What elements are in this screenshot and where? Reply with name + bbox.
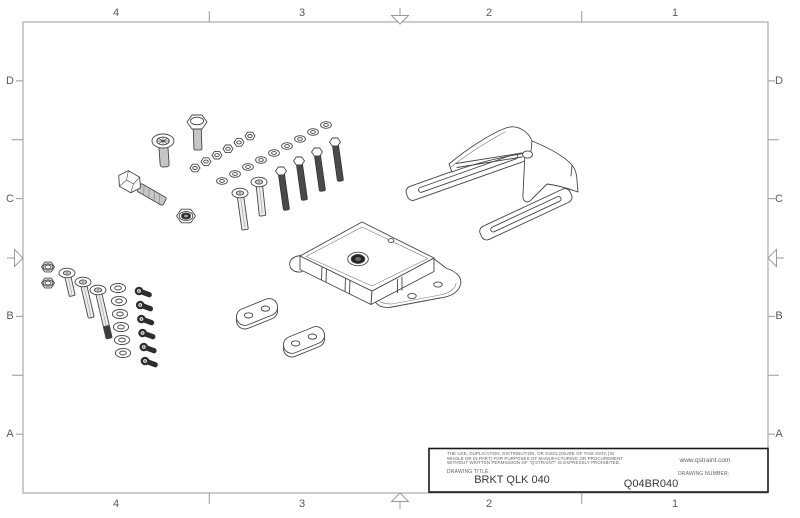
flat-head-screw — [231, 187, 249, 231]
grid-col-label-bottom: 3 — [298, 498, 306, 510]
part-mounting-bracket — [405, 126, 579, 241]
grid-row-label-left: C — [6, 193, 14, 205]
hex-bolt-large — [118, 170, 167, 206]
torx-screw — [151, 133, 175, 168]
part-group-hardware-bottom-left — [41, 261, 160, 369]
grid-row-label-left: B — [6, 310, 14, 322]
center-arrow-right — [767, 248, 784, 268]
legal-notice-line: WITHOUT WRITTEN PERMISSION OF "Q'STRAINT… — [447, 460, 621, 466]
drawing-number-label: DRAWING NUMBER: — [678, 470, 730, 477]
grid-col-label-bottom: 4 — [112, 498, 120, 510]
flat-head-bolt — [74, 276, 95, 319]
legal-notice: THE USE, DUPLICATION, DISTRIBUTION, OR D… — [447, 451, 637, 466]
drawing-title: BRKT QLK 040 — [474, 474, 550, 486]
drawing-title-label: DRAWING TITLE: — [447, 468, 491, 475]
center-arrow-top — [390, 8, 410, 25]
grid-col-label-top: 4 — [112, 7, 120, 19]
center-arrow-left — [7, 248, 24, 268]
center-arrow-bottom — [390, 492, 410, 509]
hex-nut — [41, 277, 55, 289]
flat-head-bolt — [89, 284, 113, 340]
grid-row-label-left: D — [6, 75, 14, 87]
oval-spacer-plate — [233, 295, 281, 333]
grid-row-label-right: C — [775, 193, 783, 205]
flat-head-screw — [250, 176, 268, 217]
grid-col-label-bottom: 2 — [485, 498, 493, 510]
legal-notice-line: WHOLE OR IN PART) FOR PURPOSES OF MANUFA… — [447, 455, 624, 461]
grid-row-label-right: D — [775, 75, 783, 87]
oval-spacer-plate — [280, 323, 328, 361]
part-group-hardware-top-left — [118, 114, 345, 231]
drawing-number: Q04BR040 — [623, 478, 679, 490]
grid-col-label-top: 1 — [671, 7, 679, 19]
washers-column — [109, 282, 132, 359]
grid-col-label-bottom: 1 — [671, 498, 679, 510]
sheet-border — [7, 8, 784, 509]
part-qlk-base-plate — [289, 221, 462, 308]
title-block — [428, 447, 769, 493]
nylock-nut — [176, 208, 196, 224]
hex-nut — [41, 261, 55, 273]
hex-bolt-vertical — [186, 114, 208, 151]
legal-notice-line: THE USE, DUPLICATION, DISTRIBUTION, OR D… — [447, 451, 615, 456]
grid-row-label-right: A — [775, 428, 783, 440]
grid-col-label-top: 3 — [298, 7, 306, 19]
grid-col-label-top: 2 — [485, 7, 493, 19]
button-screws-column — [134, 286, 160, 369]
grid-row-label-right: B — [775, 310, 783, 322]
grid-row-label-left: A — [6, 428, 14, 440]
website-url: www.qstraint.com — [679, 456, 731, 464]
flat-head-bolt — [58, 267, 76, 297]
